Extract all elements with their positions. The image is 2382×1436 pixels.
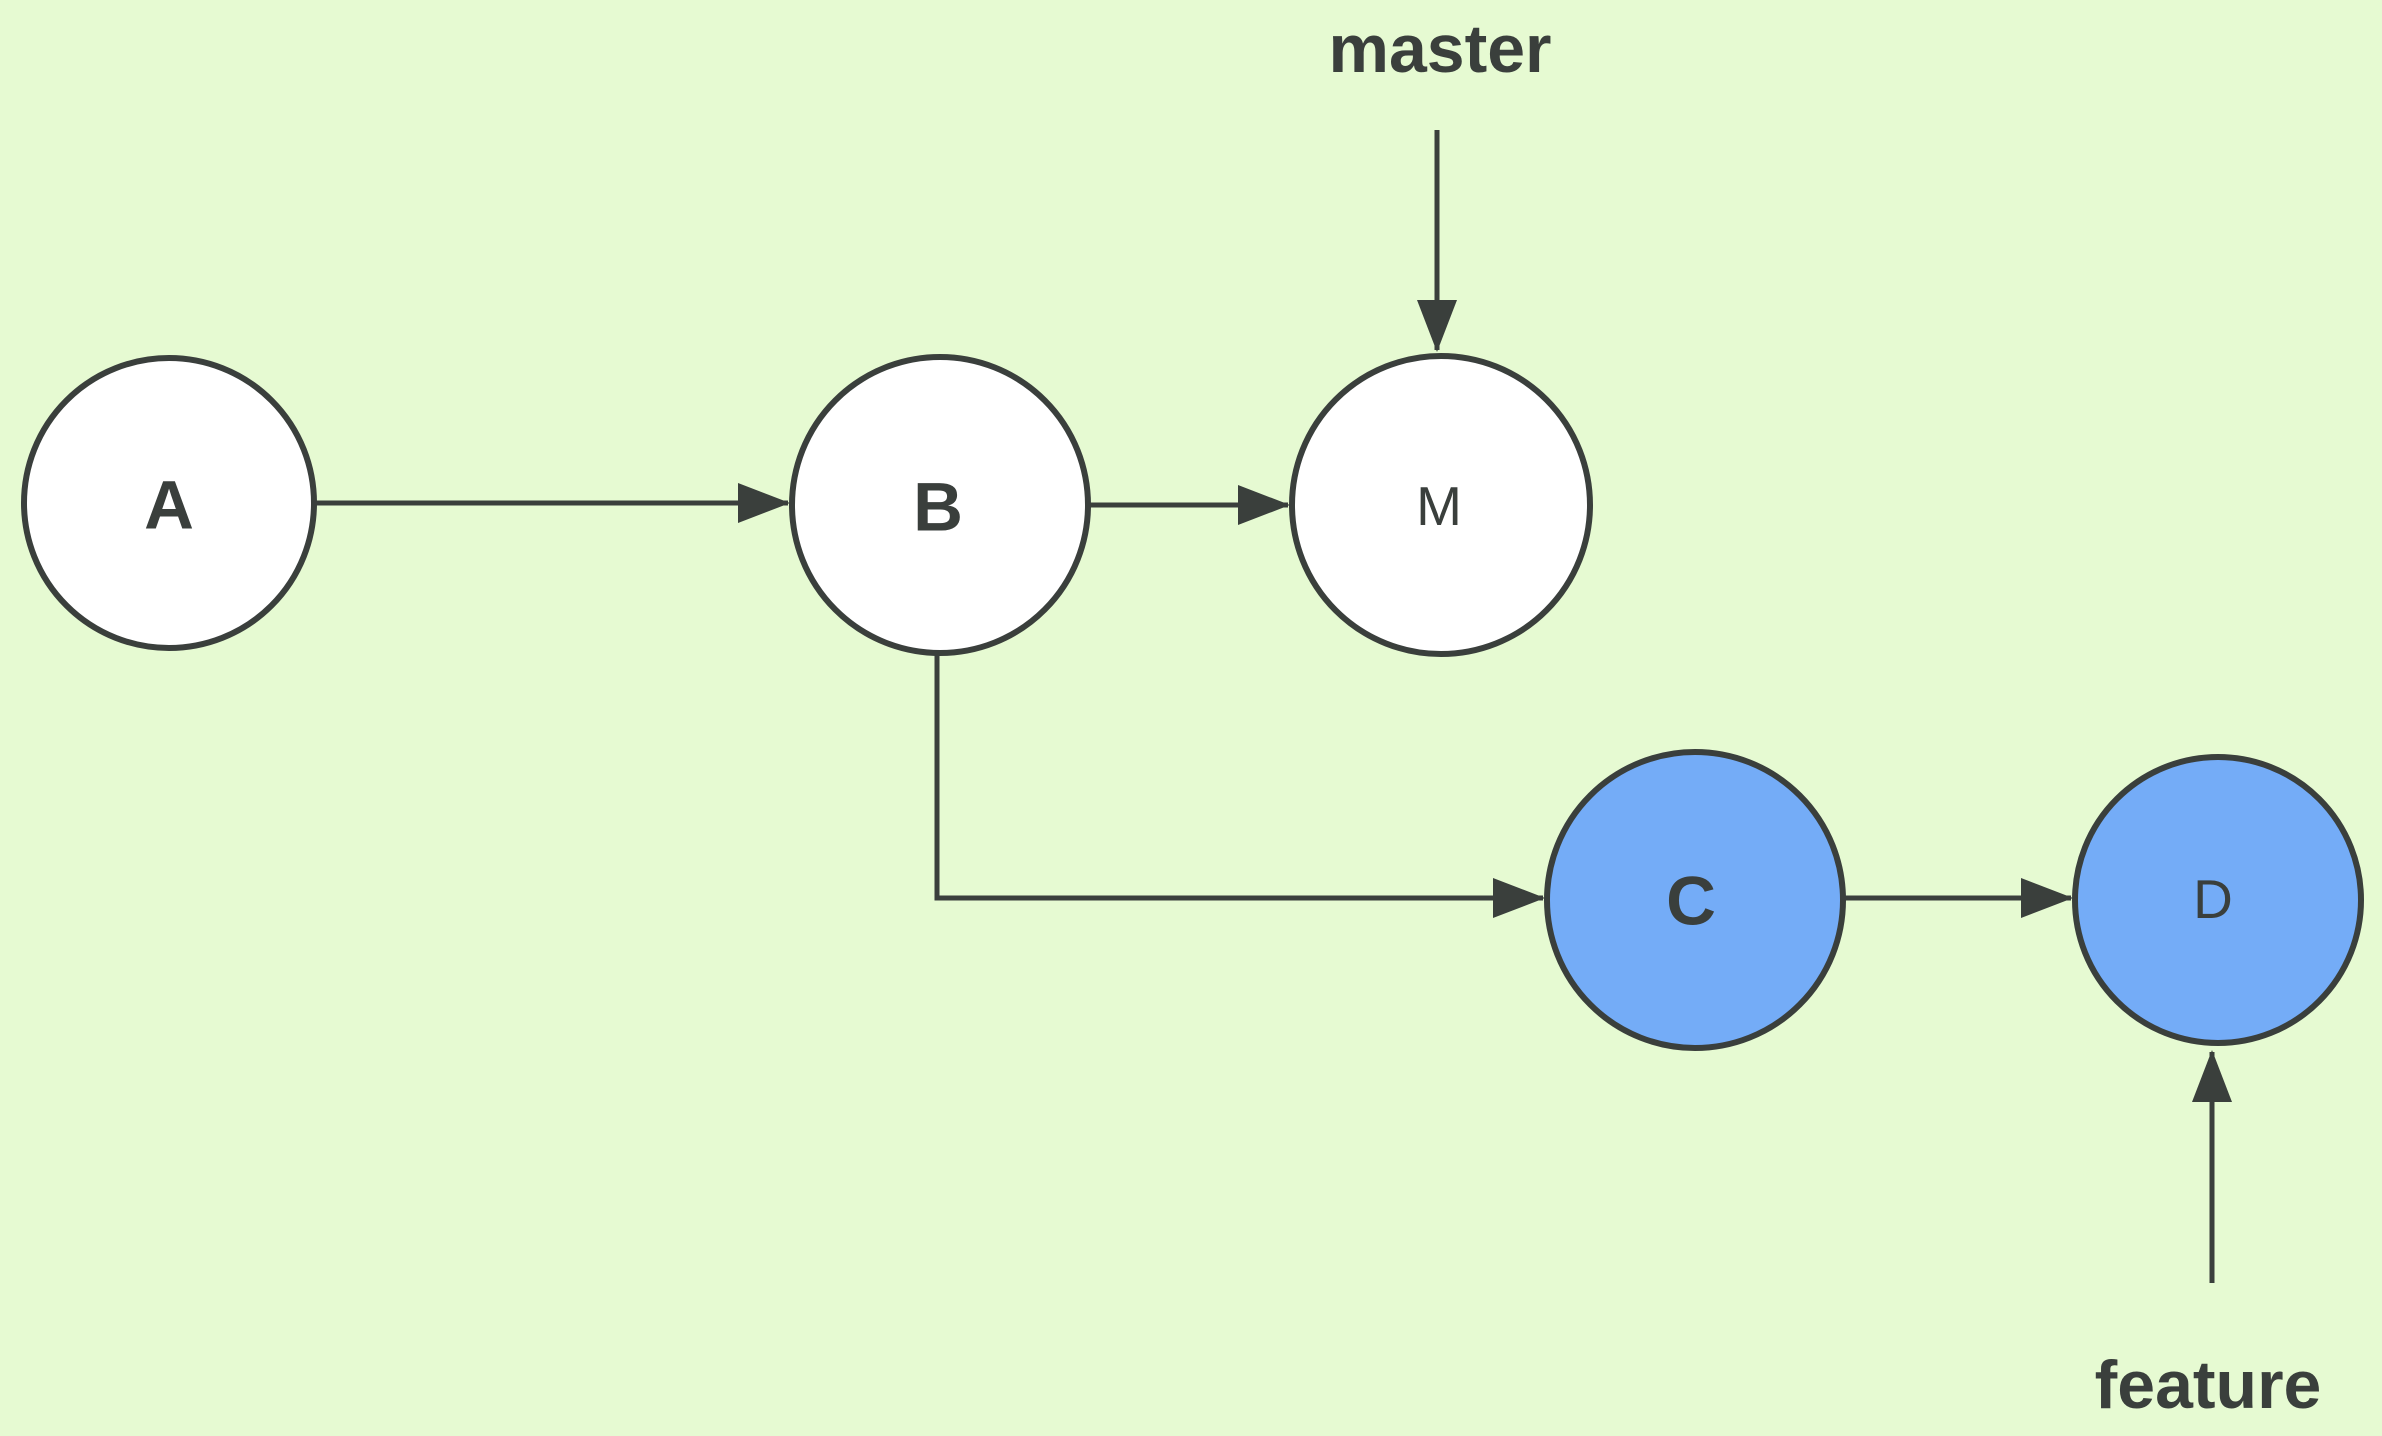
commit-node-m: M [1289, 353, 1593, 657]
commit-circle-d [2072, 754, 2364, 1046]
commit-node-d: D [2072, 754, 2364, 1046]
commit-circle-b [789, 354, 1091, 656]
branch-label-master: master [1328, 11, 1551, 87]
commit-label-b: B [913, 469, 963, 546]
edges [314, 130, 2232, 1283]
edge-b-to-c [934, 653, 1545, 918]
branch-label-feature: feature [2095, 1347, 2322, 1423]
commit-circle-a [21, 355, 317, 651]
commit-label-c: C [1666, 863, 1716, 940]
commit-node-a: A [21, 355, 317, 651]
commit-label-d: D [2193, 868, 2233, 930]
commit-node-b: B [789, 354, 1091, 656]
commit-label-m: M [1416, 475, 1462, 537]
commit-circle-c [1544, 749, 1846, 1051]
commit-node-c: C [1544, 749, 1846, 1051]
commit-circle-m [1289, 353, 1593, 657]
commit-label-a: A [144, 467, 194, 544]
